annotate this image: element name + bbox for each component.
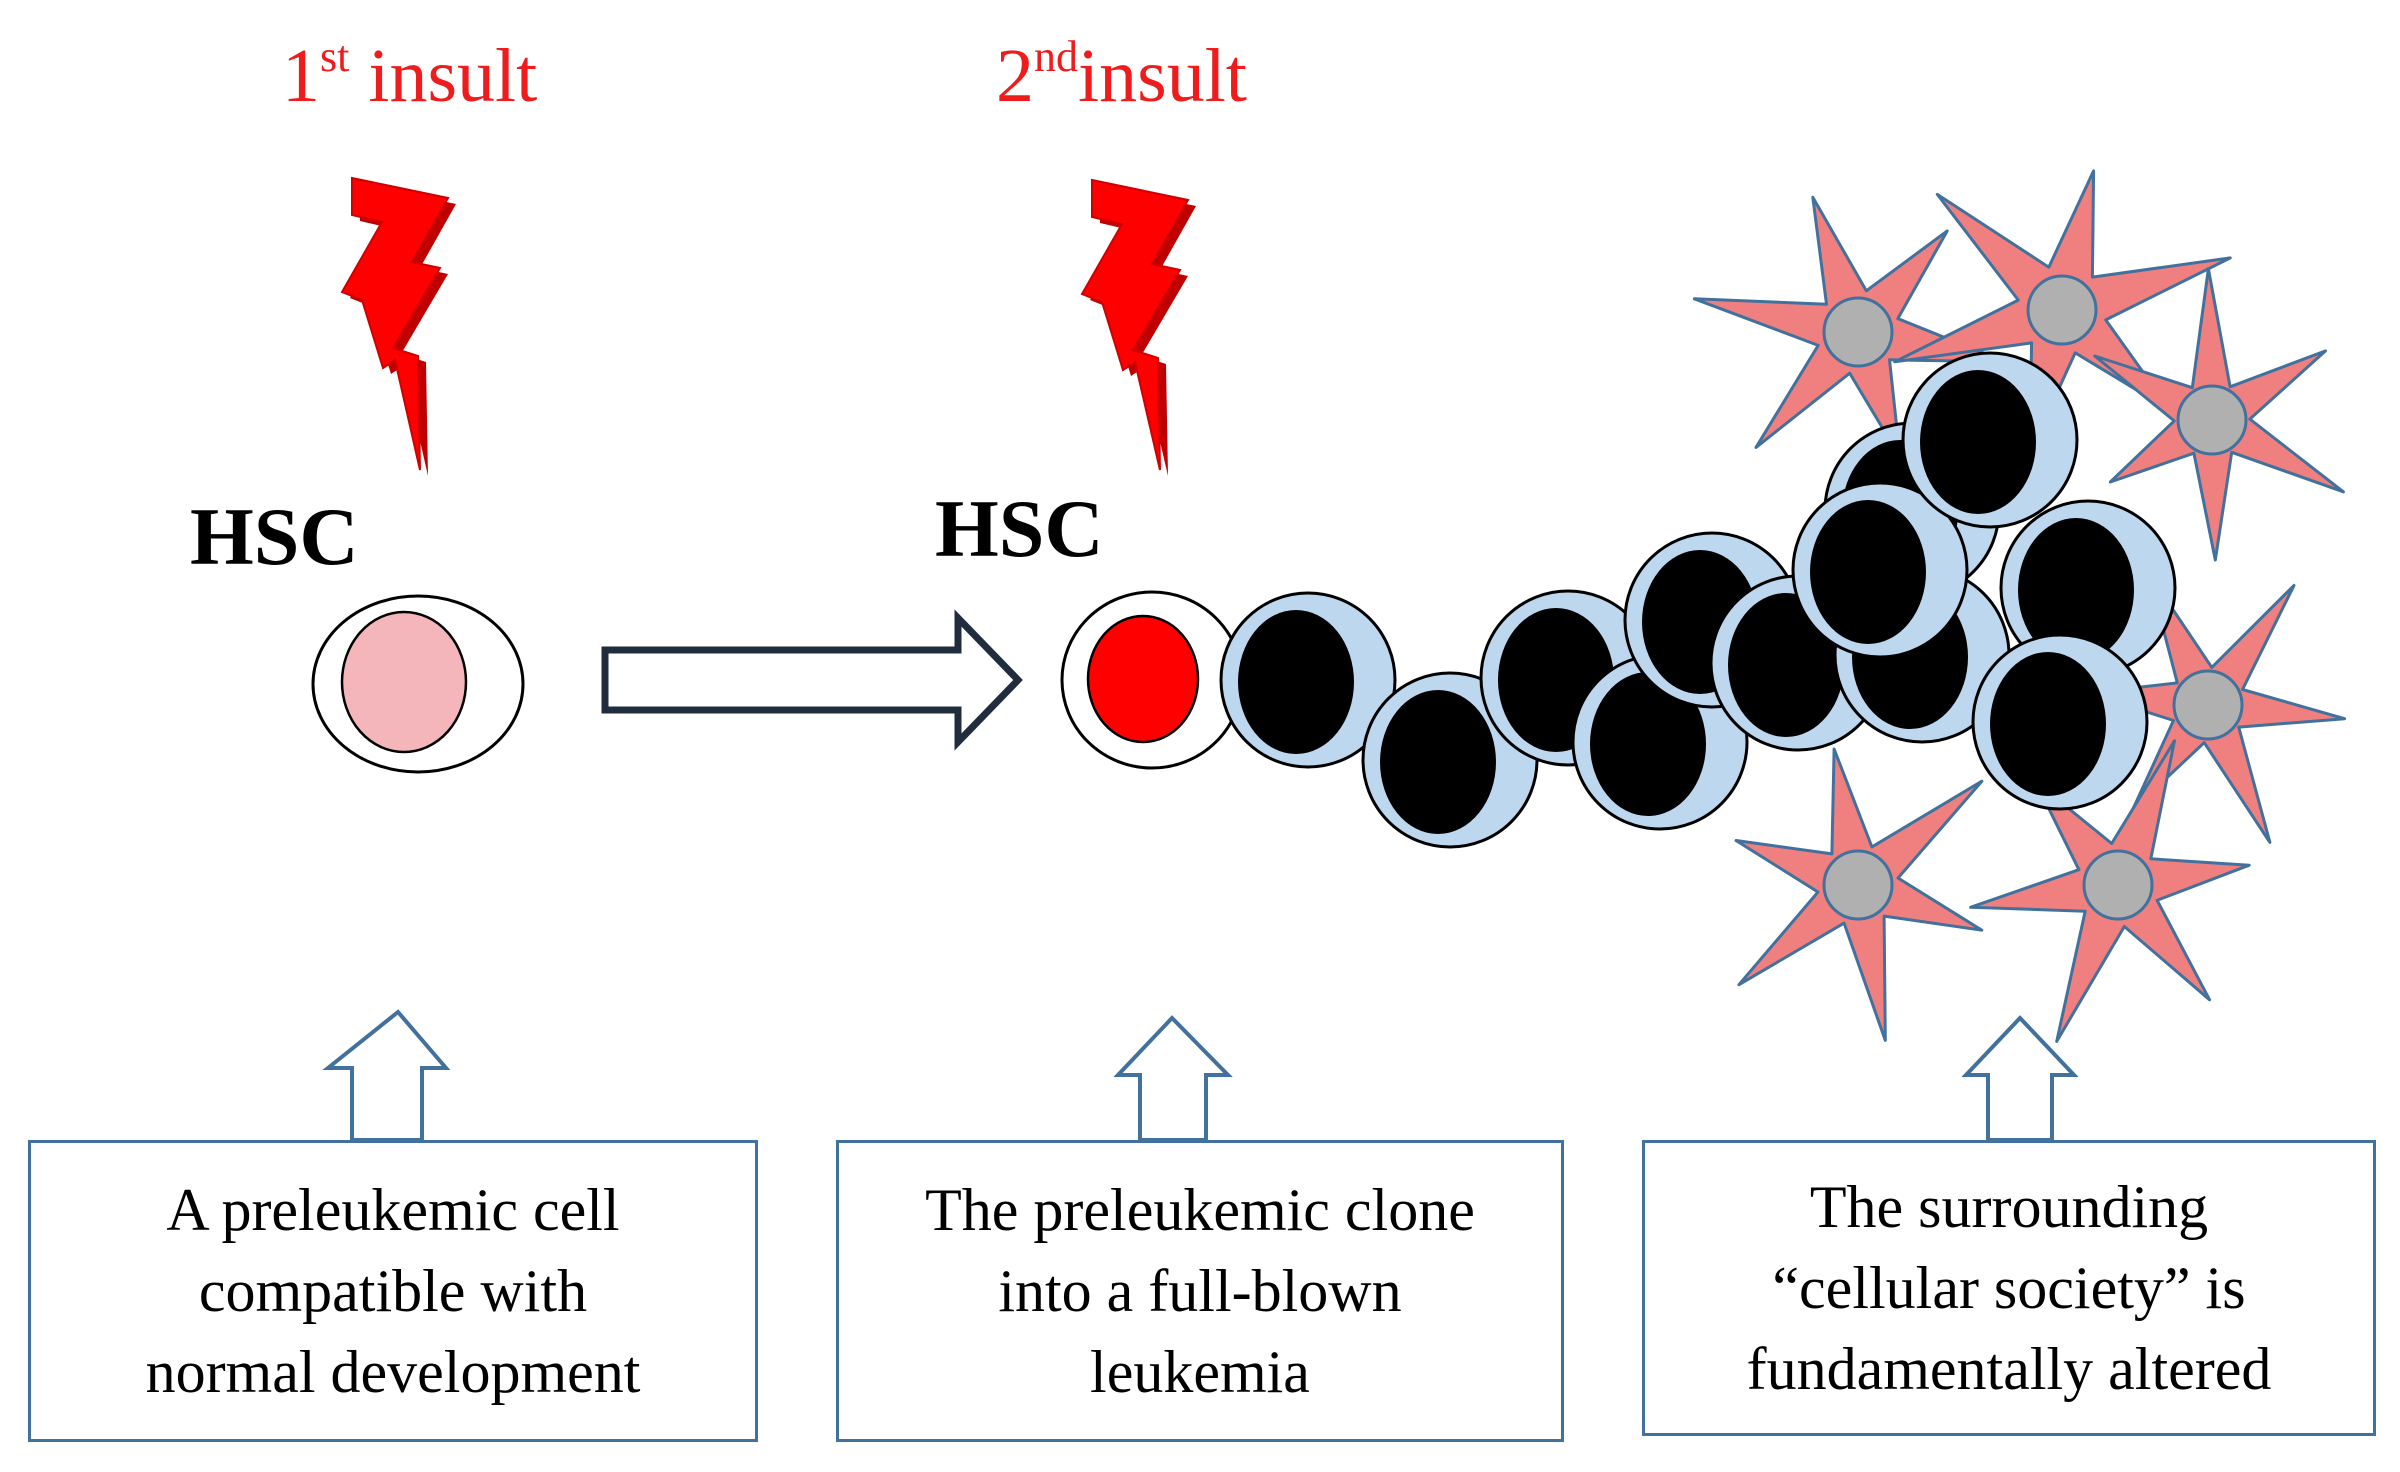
up-arrow-icon-1 <box>322 1009 451 1142</box>
blast-cell <box>1901 351 2079 529</box>
caption-line: into a full-blown <box>998 1257 1402 1324</box>
lightning-bolt-icon-1 <box>340 176 456 476</box>
hsc-label-normal: HSC <box>190 491 359 582</box>
blast-cell <box>1791 481 1969 659</box>
up-arrow-icon-2 <box>1113 1015 1233 1142</box>
transformation-arrow <box>601 609 1023 751</box>
caption-line: A preleukemic cell <box>166 1176 620 1243</box>
lightning-bolt-icon-2 <box>1080 178 1196 476</box>
blast-cell <box>1971 633 2149 811</box>
hsc-label-preleukemic: HSC <box>935 483 1104 574</box>
caption-line: leukemia <box>1090 1338 1310 1405</box>
caption-line: The preleukemic clone <box>925 1176 1475 1243</box>
caption-box-preleukemic-clone: The preleukemic clone into a full-blown … <box>836 1140 1564 1442</box>
leukemic-blast-group <box>1219 351 2177 849</box>
caption-line: “cellular society” is <box>1772 1254 2246 1321</box>
normal-hsc-cell <box>311 594 525 774</box>
up-arrow-icon-3 <box>1961 1015 2079 1142</box>
stromal-cell-group <box>1692 169 2347 1043</box>
blast-cell <box>1999 499 2177 677</box>
caption-box-preleukemic-cell: A preleukemic cell compatible with norma… <box>28 1140 758 1442</box>
caption-line: The surrounding <box>1809 1173 2209 1240</box>
stromal-cell <box>1734 747 1984 1042</box>
caption-line: fundamentally altered <box>1746 1335 2272 1402</box>
caption-line: compatible with <box>198 1257 588 1324</box>
first-insult-label: 1st insult <box>282 31 538 118</box>
preleukemic-hsc-cell <box>1060 590 1244 770</box>
second-insult-label: 2ndinsult <box>996 31 1247 118</box>
caption-line: normal development <box>145 1338 641 1405</box>
caption-box-cellular-society: The surrounding “cellular society” is fu… <box>1642 1140 2376 1436</box>
stromal-cell <box>2093 267 2345 562</box>
stromal-cell <box>1969 739 2251 1043</box>
blast-cell <box>1219 591 1397 769</box>
